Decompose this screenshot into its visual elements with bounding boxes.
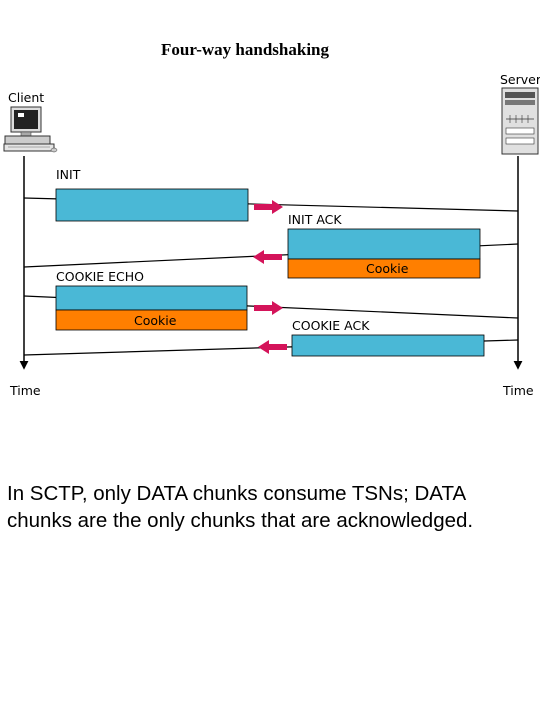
init-message: INIT [23,167,519,222]
init-packet [55,188,249,222]
cookie-echo-message: COOKIE ECHO Cookie [23,269,519,331]
cookie-ack-packet [291,334,485,357]
init-ack-packet [287,228,481,260]
client-label: Client [8,90,44,105]
arrow-right-icon [254,200,283,214]
server-time-label: Time [502,383,534,398]
client-computer-icon [3,106,58,153]
init-ack-cookie [287,258,481,279]
cookie-echo-cookie [55,309,248,331]
server-tower-icon [501,87,539,155]
caption-text: In SCTP, only DATA chunks consume TSNs; … [7,482,474,532]
page-title: Four-way handshaking [160,40,329,59]
message-label-init: INIT [56,167,81,182]
message-label-init-ack: INIT ACK [288,212,342,227]
cookie-echo-cookie-label: Cookie [134,313,177,328]
arrow-right-icon [254,301,283,315]
message-label-cookie-ack: COOKIE ACK [292,318,370,333]
cookie-ack-message: COOKIE ACK [23,318,519,357]
message-label-cookie-echo: COOKIE ECHO [56,269,144,284]
init-ack-cookie-label: Cookie [366,261,409,276]
cookie-echo-packet [55,285,248,311]
init-ack-message: INIT ACK Cookie [23,212,519,279]
arrow-left-icon [253,250,282,264]
client-time-label: Time [9,383,41,398]
arrow-left-icon [258,340,287,354]
server-label: Server [500,72,540,87]
sctp-handshake-diagram: Client Server Time Time INIT [3,72,540,398]
